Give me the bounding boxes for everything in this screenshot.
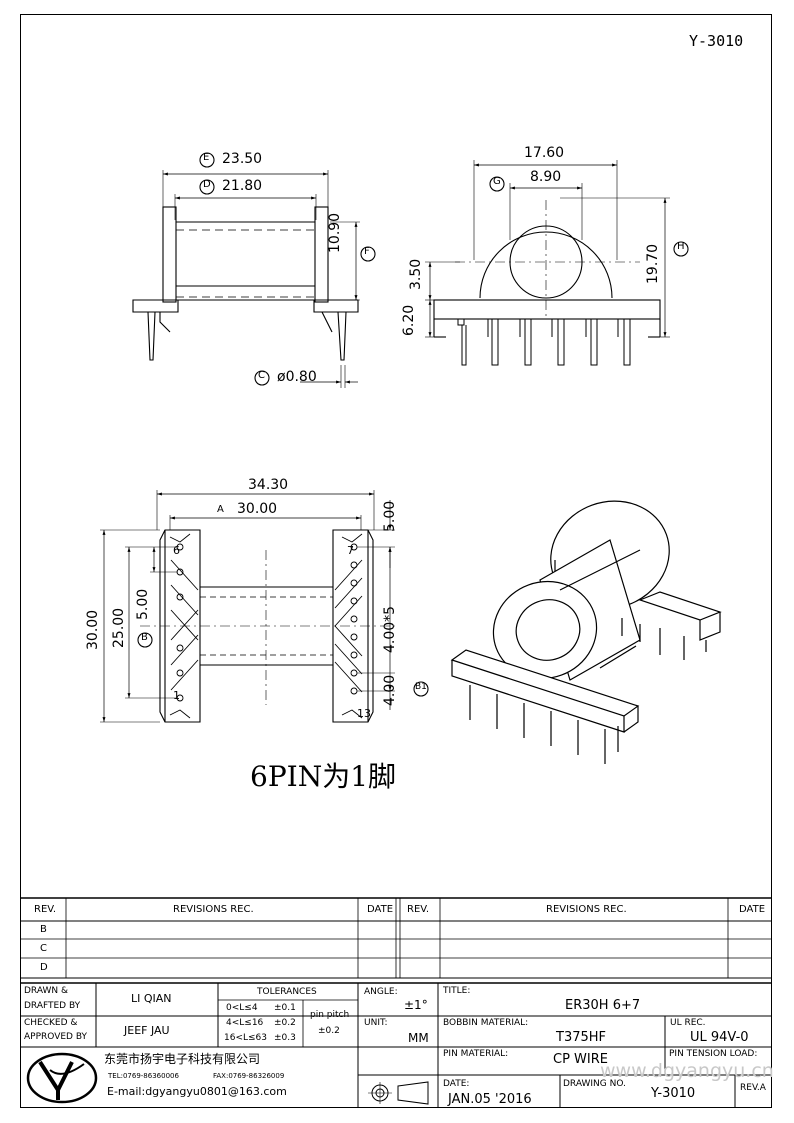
drawing-no-label: DRAWING NO. <box>563 1079 626 1089</box>
dim-pitch-right: 4.00*5 <box>382 605 398 653</box>
company-fax: FAX:0769-86326009 <box>213 1072 285 1080</box>
revision-letter: REV.A <box>740 1083 766 1093</box>
title-block-grid <box>20 897 772 1108</box>
rev-header-right: REV. <box>407 904 429 915</box>
revisions-header-left: REVISIONS REC. <box>173 904 254 915</box>
watermark: www.dgyangyu.cn <box>600 1060 774 1082</box>
dim-label-c: C <box>258 370 265 381</box>
ul-rec-label: UL REC. <box>670 1018 706 1028</box>
bobbin-material-label: BOBBIN MATERIAL: <box>443 1018 529 1028</box>
isometric-view <box>450 500 722 764</box>
dim-height-inner: 25.00 <box>111 607 127 648</box>
rev-row-b: B <box>40 924 47 935</box>
dim-v2-value: 6.20 <box>401 304 417 336</box>
tolerance-value-2: ±0.2 <box>274 1018 296 1028</box>
date-value: JAN.05 '2016 <box>448 1092 532 1107</box>
rev-header-left: REV. <box>34 904 56 915</box>
pin-pitch-value: ±0.2 <box>318 1026 340 1036</box>
dim-label-e: E <box>203 152 210 163</box>
dim-front-width: 17.60 <box>524 145 565 161</box>
dim-label-a: A <box>217 504 224 515</box>
tolerance-range-2: 4<L≤16 <box>226 1018 264 1028</box>
company-email: E-mail:dgyangyu0801@163.com <box>107 1085 287 1098</box>
checked-label-line1: CHECKED & <box>24 1018 78 1028</box>
dim-height-outer: 30.00 <box>85 609 101 650</box>
drawing-number-top: Y-3010 <box>689 32 744 50</box>
pin-number-6: 6 <box>173 544 180 557</box>
tolerance-value-1: ±0.1 <box>274 1003 296 1013</box>
rev-row-c: C <box>40 943 47 954</box>
top-view <box>132 152 376 388</box>
title-value: ER30H 6+7 <box>565 998 641 1013</box>
drawn-label-line1: DRAWN & <box>24 986 68 996</box>
drawn-name: LI QIAN <box>131 992 172 1005</box>
dim-f-value: 10.90 <box>327 212 343 253</box>
pin-number-1: 1 <box>173 689 180 702</box>
unit-value: MM <box>408 1031 429 1045</box>
dim-d-value: 21.80 <box>222 178 263 194</box>
bottom-view <box>100 490 429 723</box>
angle-label: ANGLE: <box>364 987 398 997</box>
checked-label-line2: APPROVED BY <box>24 1032 88 1042</box>
dim-a-value: 30.00 <box>237 501 278 517</box>
rev-row-d: D <box>40 962 48 973</box>
tolerances-title: TOLERANCES <box>257 987 317 997</box>
dim-e-value: 23.50 <box>222 151 263 167</box>
front-view <box>425 160 689 366</box>
tolerance-range-3: 16<L≤63 <box>224 1033 268 1043</box>
pin-tension-label: PIN TENSION LOAD: <box>669 1049 758 1059</box>
dim-top-gap: 5.00 <box>382 500 398 532</box>
drawing-no-value: Y-3010 <box>651 1086 696 1101</box>
pin-number-7: 7 <box>347 544 354 557</box>
title-label: TITLE: <box>443 986 471 996</box>
dim-h-value: 19.70 <box>645 243 661 284</box>
company-logo <box>26 1052 98 1104</box>
checked-name: JEEF JAU <box>124 1024 170 1037</box>
revisions-header-right: REVISIONS REC. <box>546 904 627 915</box>
date-header-right: DATE <box>739 904 766 915</box>
dim-v1-value: 3.50 <box>408 258 424 290</box>
dim-label-h: H <box>677 241 685 252</box>
unit-label: UNIT: <box>364 1018 388 1028</box>
dim-label-d: D <box>203 179 211 190</box>
pin-material-value: CP WIRE <box>553 1052 608 1067</box>
pin-material-label: PIN MATERIAL: <box>443 1049 509 1059</box>
pin-pitch-label: pin pitch <box>310 1010 350 1020</box>
drawing-frame <box>20 14 772 1108</box>
ul-rec-value: UL 94V-0 <box>690 1030 749 1045</box>
dim-label-f: F <box>364 246 370 257</box>
company-tel: TEL:0769-86360006 <box>108 1072 179 1080</box>
tolerance-range-1: 0<L≤4 <box>226 1003 258 1013</box>
dim-label-g: G <box>493 176 501 187</box>
tolerance-value-3: ±0.3 <box>274 1033 296 1043</box>
dim-b1-value: 4.00 <box>382 674 398 706</box>
dim-c-value: ø0.80 <box>277 369 317 385</box>
bobbin-material-value: T375HF <box>556 1030 607 1045</box>
angle-value: ±1° <box>404 998 428 1012</box>
date-label: DATE: <box>443 1079 470 1089</box>
company-name: 东莞市扬宇电子科技有限公司 <box>104 1052 261 1066</box>
drawn-label-line2: DRAFTED BY <box>24 1001 81 1011</box>
pin-note: 6PIN为1脚 <box>250 760 397 793</box>
pin-number-13: 13 <box>357 707 371 720</box>
date-header-left: DATE <box>367 904 394 915</box>
dim-label-b1: B1 <box>415 682 427 692</box>
dim-pitch-left: 5.00 <box>135 588 151 620</box>
dim-label-b: B <box>141 632 148 643</box>
dim-g-value: 8.90 <box>530 169 562 185</box>
dim-bottom-width: 34.30 <box>248 477 289 493</box>
